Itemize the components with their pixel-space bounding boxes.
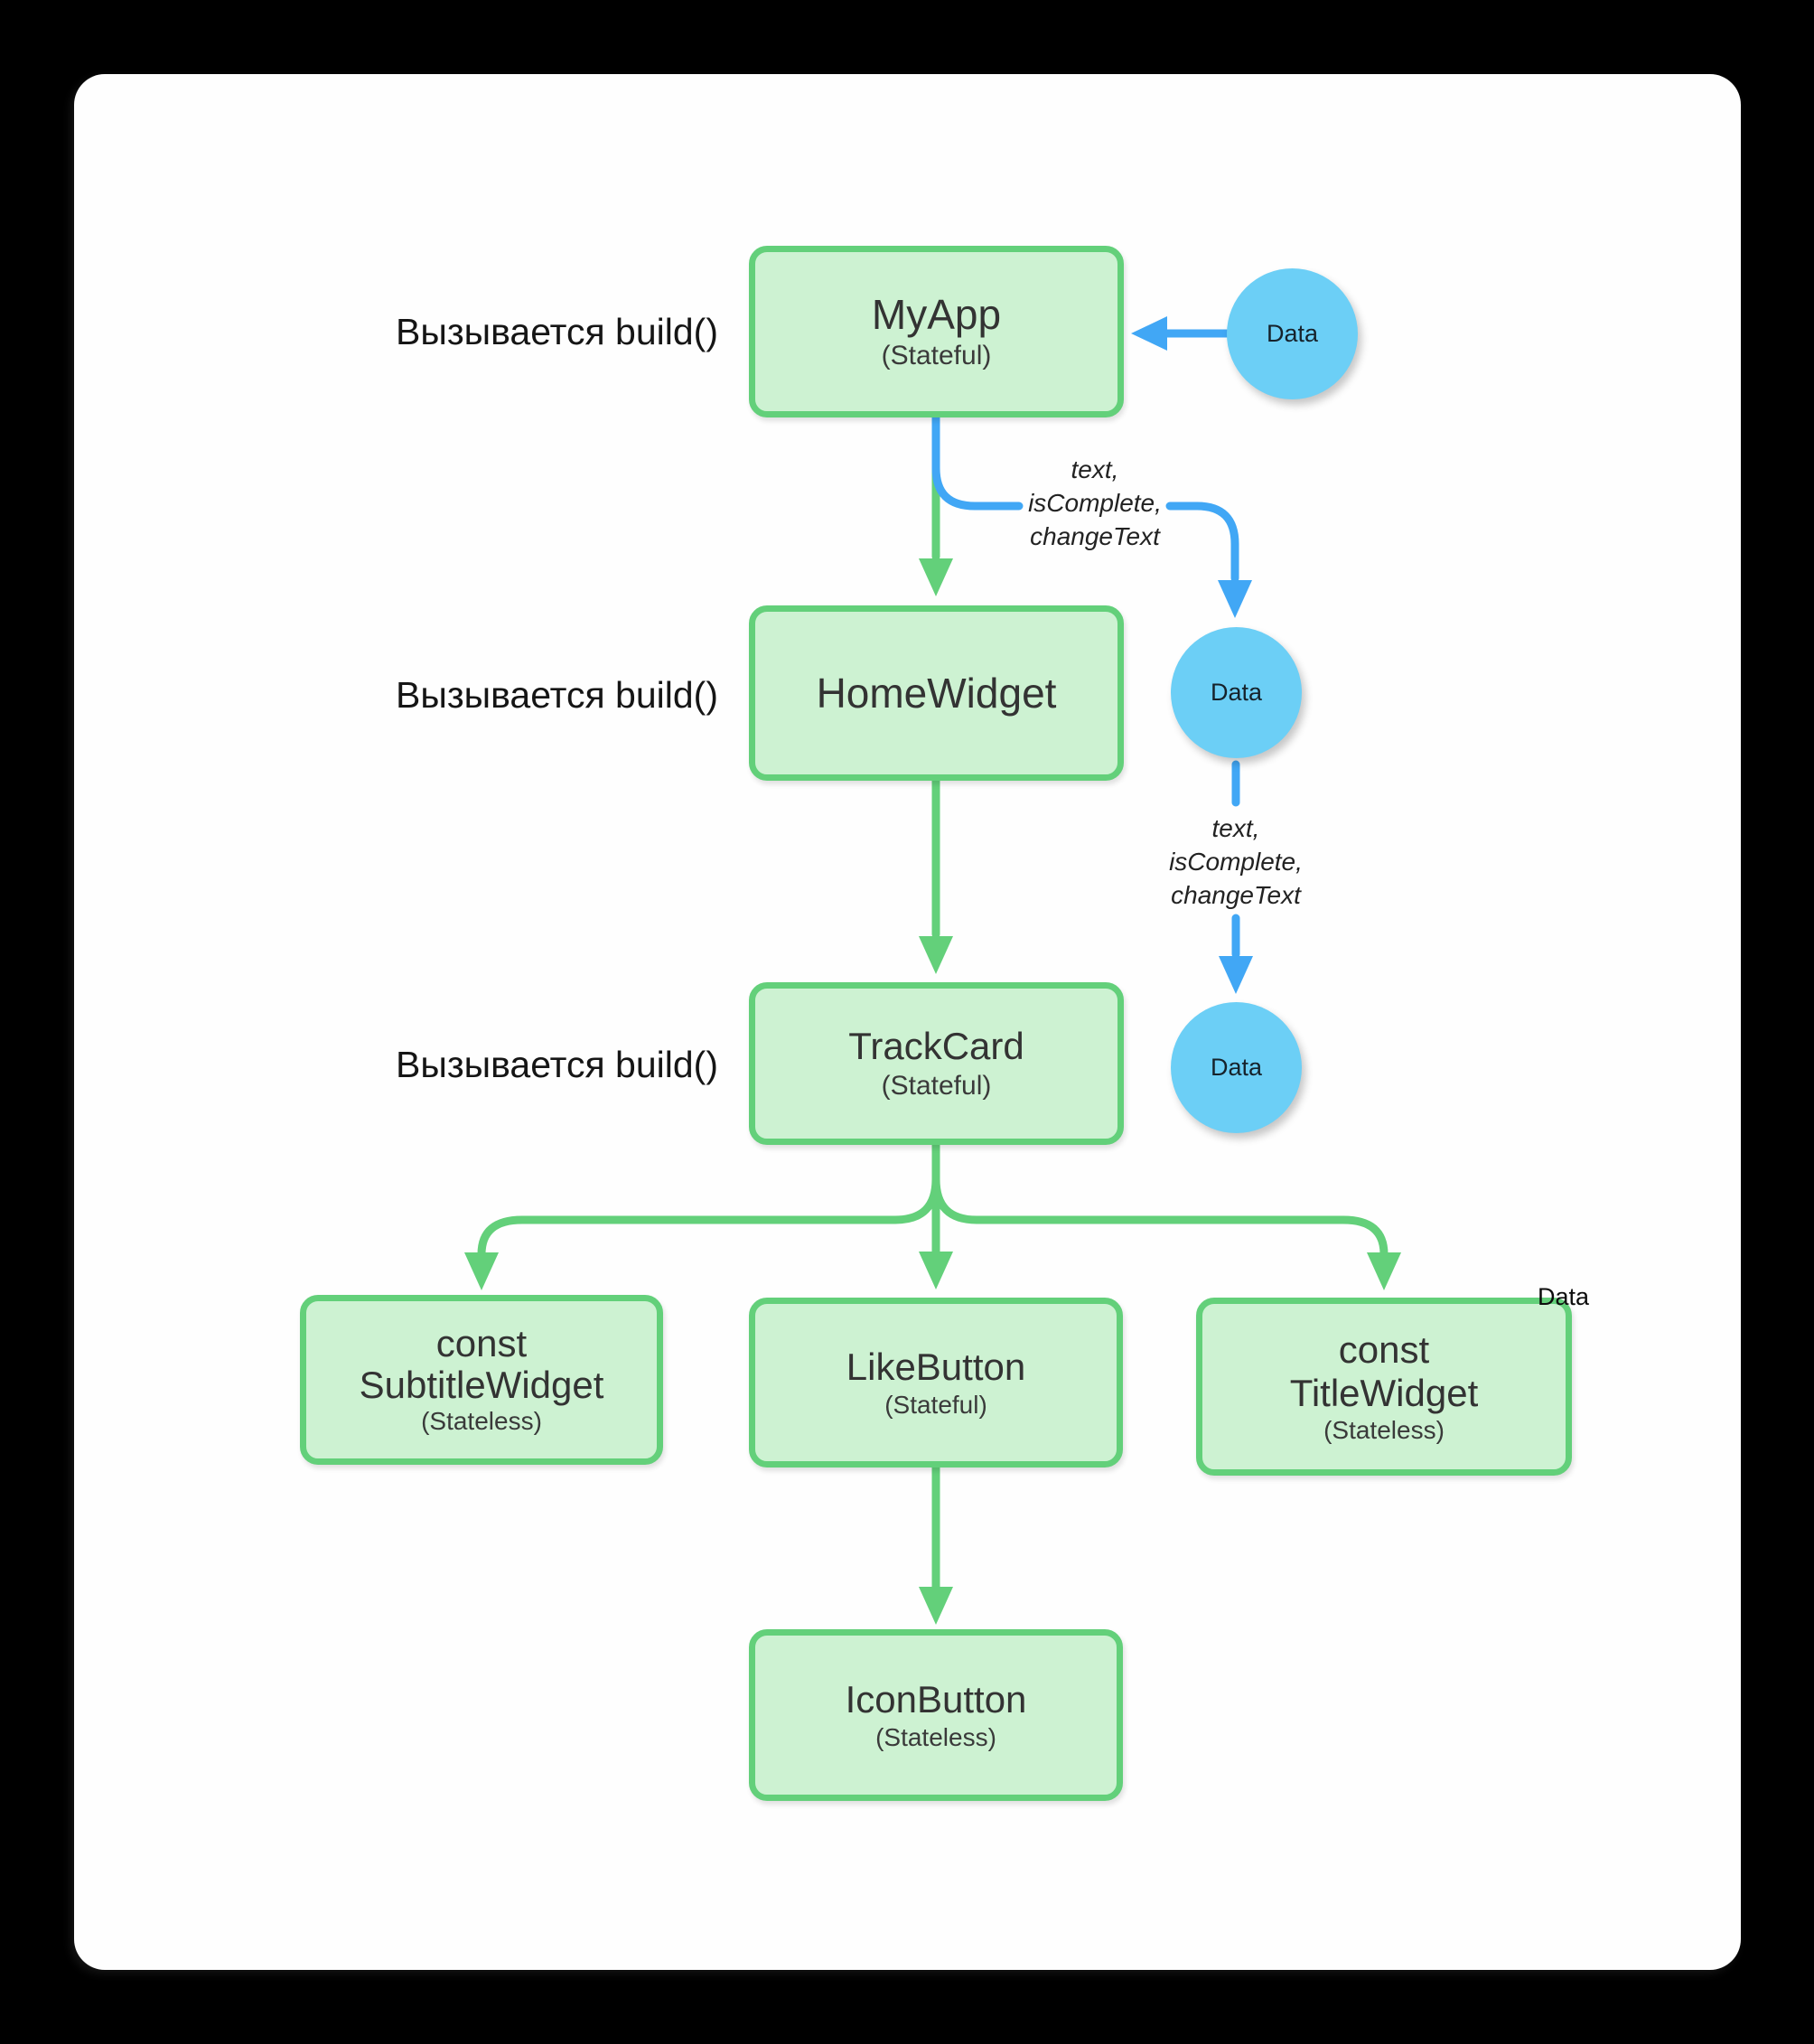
node-titlewidget-subtitle: (Stateless) [1323,1415,1445,1444]
node-homewidget: HomeWidget [749,605,1124,781]
arrowhead-into-data2 [1218,580,1252,618]
arrowhead-into-data3 [1219,956,1253,994]
data-circle-2: Data [1171,627,1302,758]
props-label-2-line3: changeText [1171,881,1301,909]
node-trackcard: TrackCard (Stateful) [749,982,1124,1145]
arrowhead-trackcard [919,936,953,974]
arrowhead-iconbutton [919,1587,953,1625]
props-label-2-line2: isComplete, [1169,848,1303,876]
node-myapp-subtitle: (Stateful) [881,341,992,370]
props-label-1-line2: isComplete, [1028,489,1162,517]
node-myapp: MyApp (Stateful) [749,246,1124,417]
arrowhead-subtitlewidget [464,1252,499,1290]
data-circle-3: Data [1171,1002,1302,1133]
data-circle-1-label: Data [1266,320,1319,347]
floating-data-label: Data [1538,1283,1590,1310]
props-label-2: text, isComplete, changeText [1120,811,1351,912]
node-subtitlewidget-modifier: const [435,1322,528,1364]
node-titlewidget-modifier: const [1338,1327,1430,1371]
edge-props1-data2 [1165,502,1239,583]
data-circle-1: Data [1227,268,1358,399]
node-trackcard-title: TrackCard [848,1025,1024,1067]
data-circle-3-label: Data [1210,1054,1263,1081]
props-label-1: text, isComplete, changeText [979,453,1211,553]
props-label-2-line1: text, [1211,814,1260,842]
arrowhead-likebutton [919,1252,953,1289]
arrowhead-homewidget [919,558,953,596]
node-likebutton: LikeButton (Stateful) [749,1298,1123,1467]
edge-trackcard-titlewidget [931,1139,1389,1261]
node-trackcard-subtitle: (Stateful) [881,1071,992,1101]
props-label-1-line1: text, [1071,455,1119,483]
node-subtitlewidget-subtitle: (Stateless) [421,1407,542,1435]
node-likebutton-title: LikeButton [846,1345,1026,1388]
build-label-homewidget: Вызывается build() [396,674,718,716]
data-circle-2-label: Data [1210,679,1263,706]
node-subtitlewidget: const SubtitleWidget (Stateless) [300,1295,663,1465]
build-label-trackcard: Вызывается build() [396,1044,718,1085]
node-iconbutton-subtitle: (Stateless) [875,1723,996,1751]
node-subtitlewidget-title: SubtitleWidget [359,1364,604,1406]
props-label-1-line3: changeText [1030,522,1160,550]
arrowhead-titlewidget [1367,1252,1401,1290]
edge-myapp-props1 [931,411,1024,511]
build-label-myapp: Вызывается build() [396,311,718,352]
node-myapp-title: MyApp [871,291,1002,338]
node-iconbutton-title: IconButton [845,1678,1027,1721]
node-homewidget-title: HomeWidget [816,670,1057,717]
arrowhead-into-myapp [1131,316,1167,351]
node-titlewidget-title: TitleWidget [1289,1371,1479,1414]
node-iconbutton: IconButton (Stateless) [749,1629,1123,1801]
node-likebutton-subtitle: (Stateful) [884,1391,987,1419]
node-titlewidget: const TitleWidget (Stateless) [1196,1298,1572,1476]
edge-trackcard-subtitlewidget [477,1139,940,1261]
